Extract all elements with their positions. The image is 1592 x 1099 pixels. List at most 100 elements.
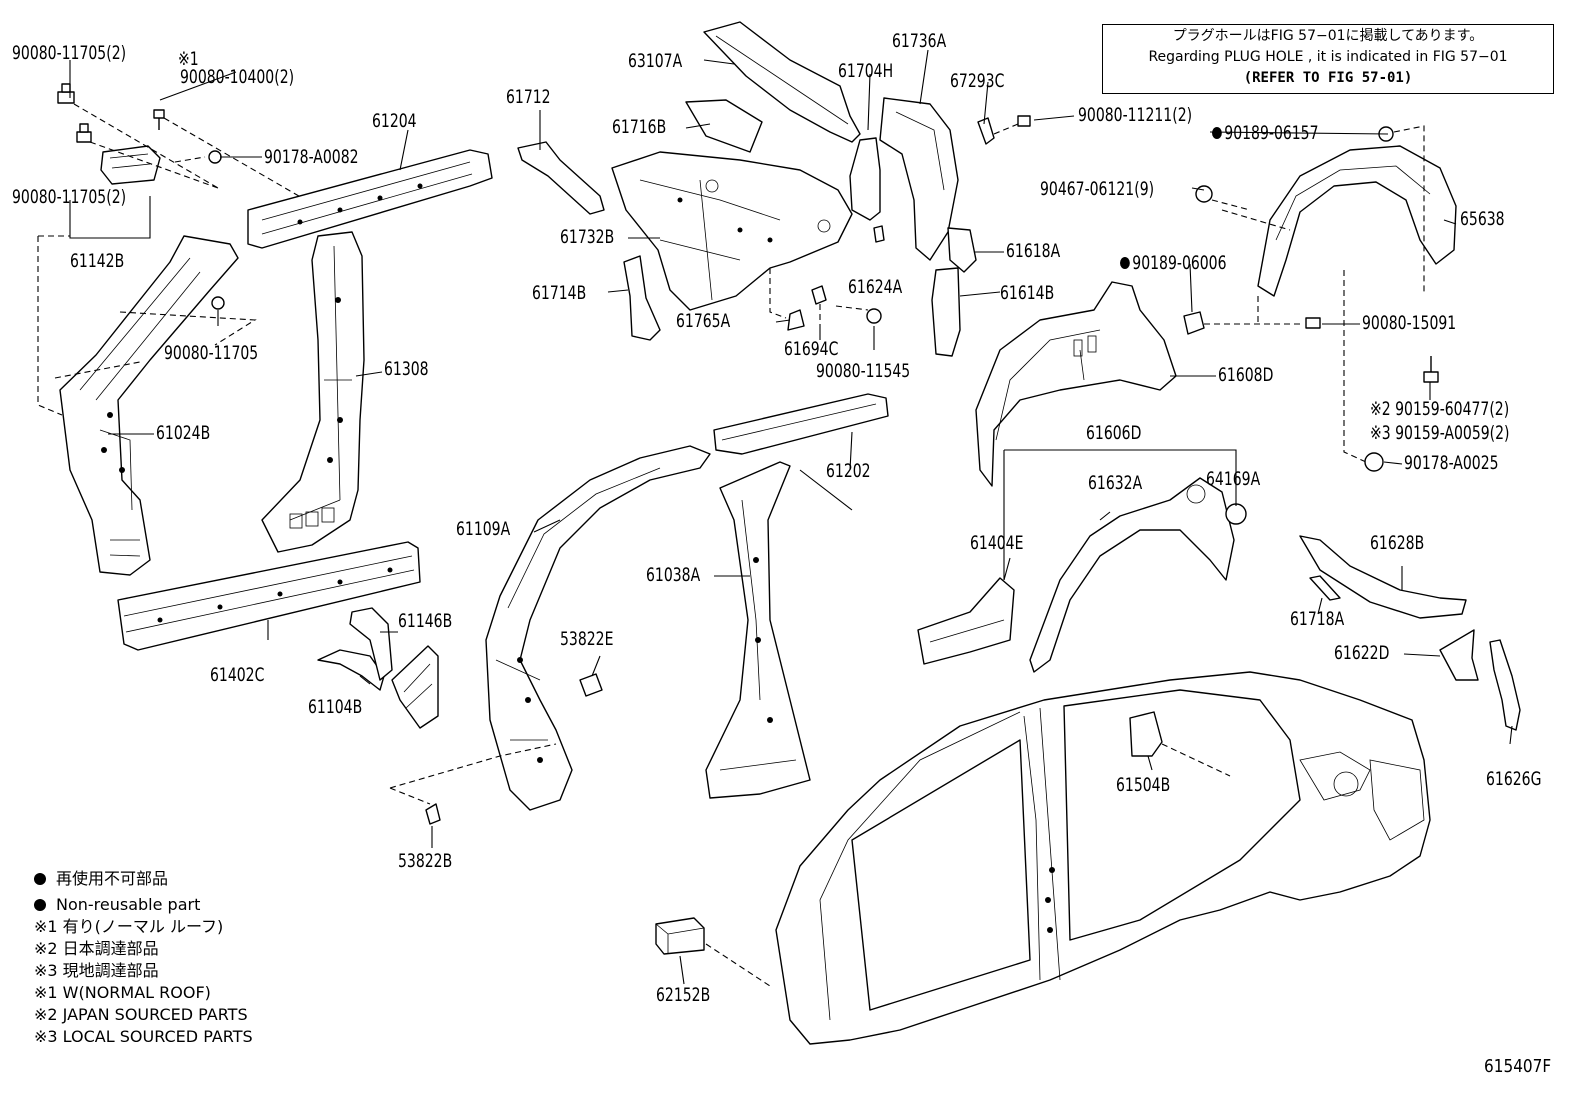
part-61038a (705, 461, 811, 799)
part-61712 (517, 141, 605, 215)
label-61704h: 61704H (838, 60, 894, 82)
part-61718a (1309, 575, 1341, 601)
part-61608d (975, 281, 1177, 487)
label-61109a: 61109A (456, 518, 511, 540)
part-61109a (485, 445, 711, 811)
part-61146b (391, 645, 439, 729)
non-reusable-dot-icon (1212, 127, 1222, 139)
label-note-1: ※1 (178, 48, 199, 70)
label-61628b: 61628B (1370, 532, 1425, 554)
bolt-icon (1017, 115, 1031, 127)
bolt-icon (1305, 317, 1321, 329)
label-63107a: 63107A (628, 50, 683, 72)
plug-hole-note: プラグホールはFIG 57−01に掲載してあります。 Regarding PLU… (1102, 24, 1554, 94)
label-90080-11705: 90080-11705 (164, 342, 259, 364)
part-61732b (611, 151, 853, 311)
label-61504b: 61504B (1116, 774, 1171, 796)
label-61718a: 61718A (1290, 608, 1345, 630)
label-61142b: 61142B (70, 250, 125, 272)
legend-note1-jp: ※1 有り(ノーマル ルーフ) (34, 917, 224, 936)
non-reusable-dot-icon (34, 899, 46, 911)
label-61624a: 61624A (848, 276, 903, 298)
legend-nonreusable-jp: 再使用不可部品 (34, 868, 253, 890)
label-61736a: 61736A (892, 30, 947, 52)
part-61704h (849, 137, 881, 221)
legend-nonreusable-jp-text: 再使用不可部品 (56, 869, 169, 888)
bolt-icon (153, 109, 165, 130)
label-61104b: 61104B (308, 696, 363, 718)
part-61632a (1029, 477, 1235, 673)
part-61614b (931, 267, 961, 357)
bolt-icon (76, 123, 92, 143)
nut-icon (1195, 185, 1213, 203)
bolt-icon (211, 296, 225, 310)
label-61402c: 61402C (210, 664, 265, 686)
label-61202: 61202 (826, 460, 871, 482)
label-61308: 61308 (384, 358, 429, 380)
label-90178-a0025: 90178-A0025 (1404, 452, 1499, 474)
label-61632a: 61632A (1088, 472, 1143, 494)
part-61308 (261, 231, 365, 553)
label-90080-11705-2: 90080-11705(2) (12, 42, 127, 64)
part-64169a (1225, 503, 1247, 525)
label-67293c: 67293C (950, 70, 1005, 92)
label-53822b: 53822B (398, 850, 453, 872)
legend: 再使用不可部品 Non-reusable part ※1 有り(ノーマル ルーフ… (34, 868, 253, 1048)
part-65638 (1257, 145, 1457, 297)
part-61202 (713, 393, 889, 455)
part-61024b (59, 235, 239, 576)
label-61716b: 61716B (612, 116, 667, 138)
label-61024b: 61024B (156, 422, 211, 444)
label-64169a: 64169A (1206, 468, 1261, 490)
label-90467-06121-9: 90467-06121(9) (1040, 178, 1155, 200)
bracket-61142b (100, 145, 161, 185)
bolt-icon (866, 308, 882, 324)
label-90080-11705-2b: 90080-11705(2) (12, 186, 127, 208)
label-90080-11211-2: 90080-11211(2) (1078, 104, 1193, 126)
label-90178-a0082: 90178-A0082 (264, 146, 359, 168)
nut-icon (1364, 452, 1384, 472)
non-reusable-dot-icon (1120, 257, 1130, 269)
part-61628b (1299, 535, 1467, 619)
legend-note2-en: ※2 JAPAN SOURCED PARTS (34, 1005, 248, 1024)
clip-67293c (977, 117, 995, 145)
label-61606d: 61606D (1086, 422, 1142, 444)
screw-icon (1423, 356, 1439, 383)
part-62152b (655, 917, 705, 955)
legend-note2-jp: ※2 日本調達部品 (34, 939, 159, 958)
label-61204: 61204 (372, 110, 417, 132)
part-body-side-outer (775, 671, 1431, 1045)
legend-note3-en: ※3 LOCAL SOURCED PARTS (34, 1027, 253, 1046)
note-line-refer: (REFER TO FIG 57-01) (1243, 70, 1413, 86)
part-61402c (117, 541, 421, 651)
legend-note1-en: ※1 W(NORMAL ROOF) (34, 983, 211, 1002)
label-90189-06157: 90189-06157 (1212, 124, 1319, 143)
label-61038a: 61038A (646, 564, 701, 586)
label-61618a: 61618A (1006, 240, 1061, 262)
clip-icon (1183, 311, 1205, 335)
part-61204 (247, 149, 493, 249)
clip-53822b (425, 803, 441, 825)
label-61622d: 61622D (1334, 642, 1390, 664)
legend-note3-jp: ※3 現地調達部品 (34, 961, 159, 980)
note-line-en: Regarding PLUG HOLE , it is indicated in… (1148, 49, 1508, 65)
part-61626g (1489, 639, 1521, 731)
legend-nonreusable-en: Non-reusable part (34, 894, 253, 916)
label-61626g: 61626G (1486, 768, 1542, 790)
part-61622d (1439, 629, 1479, 681)
label-53822e: 53822E (560, 628, 614, 650)
label-90080-15091: 90080-15091 (1362, 312, 1457, 334)
part-61624a (873, 225, 885, 243)
part-61736a (879, 97, 959, 261)
label-90080-10400-2: 90080-10400(2) (180, 66, 295, 88)
bolt-icon (57, 83, 75, 104)
label-90189-06157-text: 90189-06157 (1224, 122, 1319, 144)
part-61714b (623, 255, 661, 341)
nut-icon (208, 150, 222, 164)
label-61404e: 61404E (970, 532, 1024, 554)
non-reusable-dot-icon (34, 873, 46, 885)
label-62152b: 62152B (656, 984, 711, 1006)
part-61104b (317, 607, 393, 691)
label-61714b: 61714B (532, 282, 587, 304)
